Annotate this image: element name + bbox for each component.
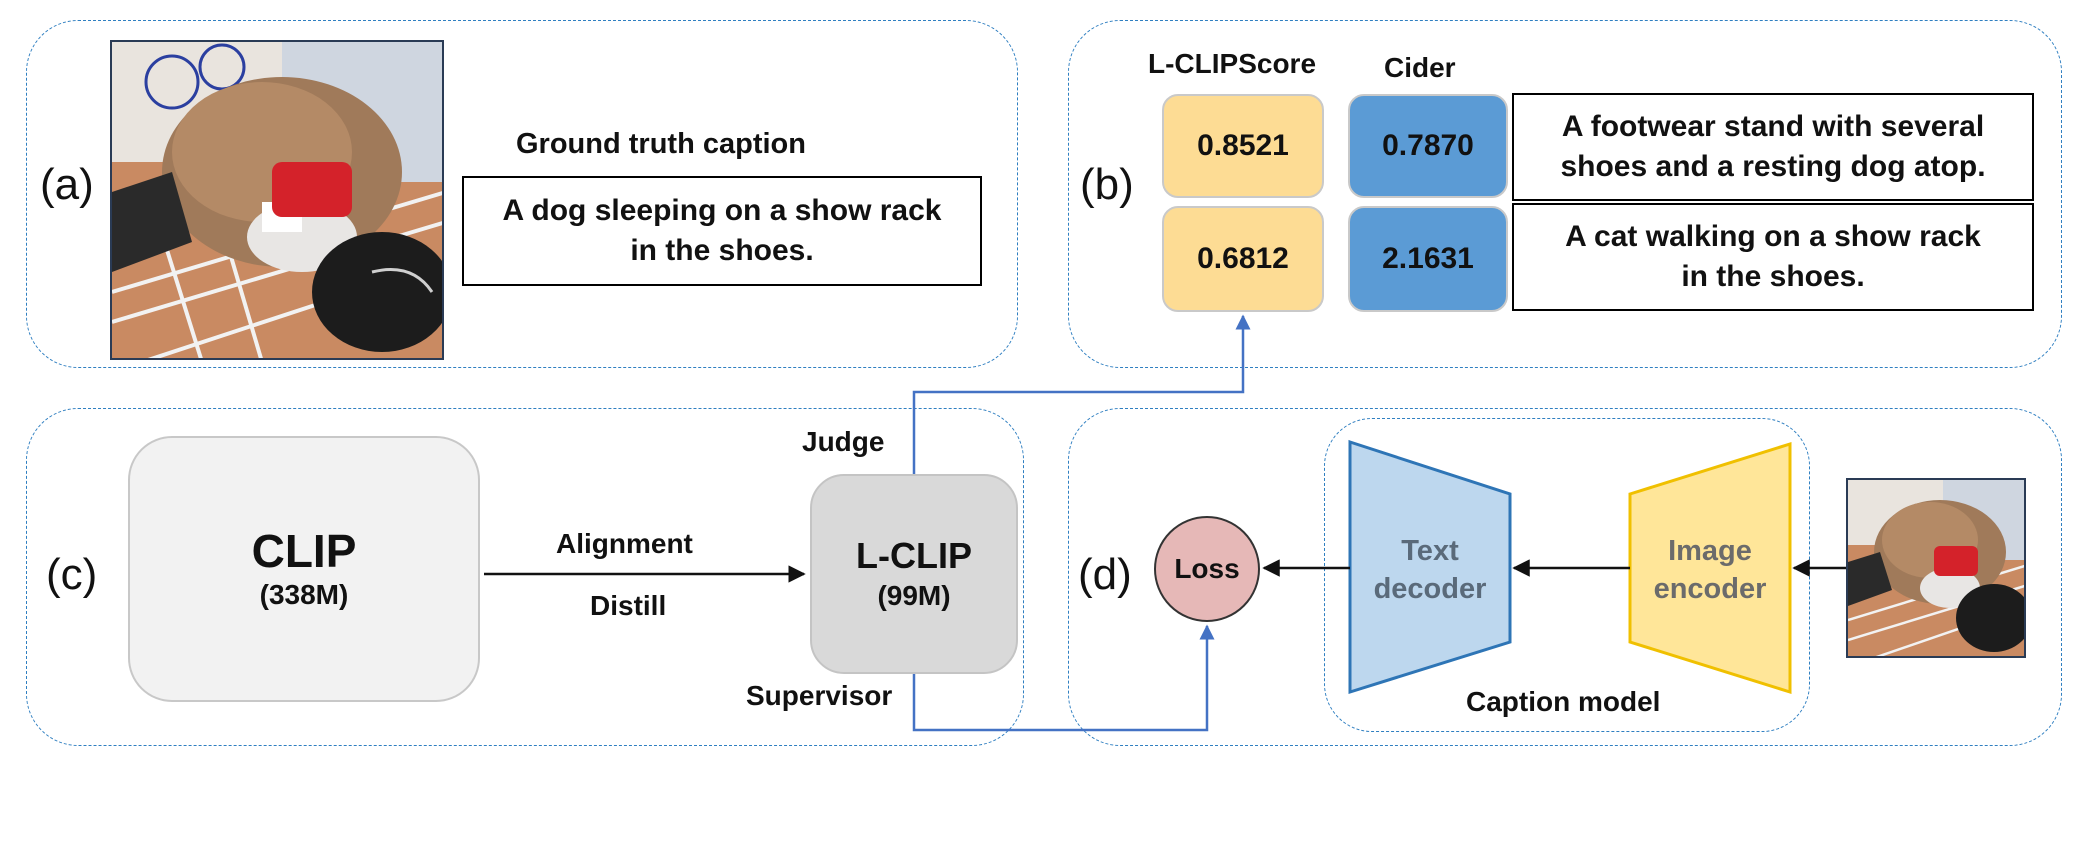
panel-a-tag: (a): [40, 160, 94, 209]
lclip-student-box: L-CLIP (99M): [810, 474, 1018, 674]
loss-label: Loss: [1174, 553, 1240, 584]
panel-c-tag: (c): [46, 550, 98, 599]
candidate-caption-row1-line1: A footwear stand with several: [1561, 110, 1985, 143]
ground-truth-caption-line1: A dog sleeping on a show rack: [502, 194, 942, 227]
ground-truth-title: Ground truth caption: [516, 128, 806, 160]
text-decoder-shape: [1348, 439, 1512, 695]
metric-cider-title: Cider: [1384, 52, 1456, 83]
cider-score-row1: 0.7870: [1348, 94, 1508, 198]
ground-truth-caption-line2: in the shoes.: [630, 234, 814, 267]
image-encoder-line1: Image: [1668, 535, 1752, 567]
alignment-label: Alignment: [556, 528, 693, 559]
text-decoder-line2: decoder: [1373, 573, 1487, 605]
clip-teacher-params: (338M): [259, 579, 349, 610]
dog-photo-illustration: [112, 42, 442, 358]
lclip-score-row1: 0.8521: [1162, 94, 1324, 198]
candidate-caption-row1-line2: shoes and a resting dog atop.: [1560, 150, 1986, 183]
panel-d-tag: (d): [1078, 550, 1132, 599]
clip-teacher-box: CLIP (338M): [128, 436, 480, 702]
supervisor-label: Supervisor: [746, 680, 893, 711]
dog-photo-large: [110, 40, 444, 360]
distill-label: Distill: [590, 590, 667, 621]
caption-model-label: Caption model: [1466, 686, 1661, 717]
loss-node: Loss: [1154, 516, 1260, 622]
lclip-score-row2: 0.6812: [1162, 206, 1324, 312]
ground-truth-caption-box: A dog sleeping on a show rack in the sho…: [462, 176, 982, 286]
image-encoder-shape: [1628, 441, 1792, 695]
panel-d-frame: [1068, 408, 2062, 746]
lclip-student-params: (99M): [877, 580, 951, 611]
candidate-caption-row2-line1: A cat walking on a show rack: [1565, 220, 1981, 253]
judge-label: Judge: [802, 426, 885, 457]
dog-photo-small: [1846, 478, 2026, 658]
clip-teacher-name: CLIP: [251, 525, 357, 577]
supervisor-connector: [912, 624, 1215, 732]
candidate-caption-row1: A footwear stand with several shoes and …: [1512, 93, 2034, 201]
text-decoder-label: Text decoder: [1352, 520, 1508, 620]
panel-b-frame: [1068, 20, 2062, 368]
image-encoder-label: Image encoder: [1632, 520, 1788, 620]
candidate-caption-row2: A cat walking on a show rack in the shoe…: [1512, 203, 2034, 311]
text-decoder-line1: Text: [1401, 535, 1459, 567]
lclip-student-name: L-CLIP: [856, 535, 972, 576]
metric-lclipscore-title: L-CLIPScore: [1148, 48, 1317, 79]
panel-a-frame: [26, 20, 1018, 368]
panel-b-tag: (b): [1080, 160, 1134, 209]
candidate-caption-row2-line2: in the shoes.: [1681, 260, 1865, 293]
panel-c-frame: [26, 408, 1024, 746]
judge-connector: [912, 314, 1251, 474]
image-encoder-line2: encoder: [1653, 573, 1767, 605]
cider-score-row2: 2.1631: [1348, 206, 1508, 312]
dog-photo-small-illustration: [1848, 480, 2024, 656]
